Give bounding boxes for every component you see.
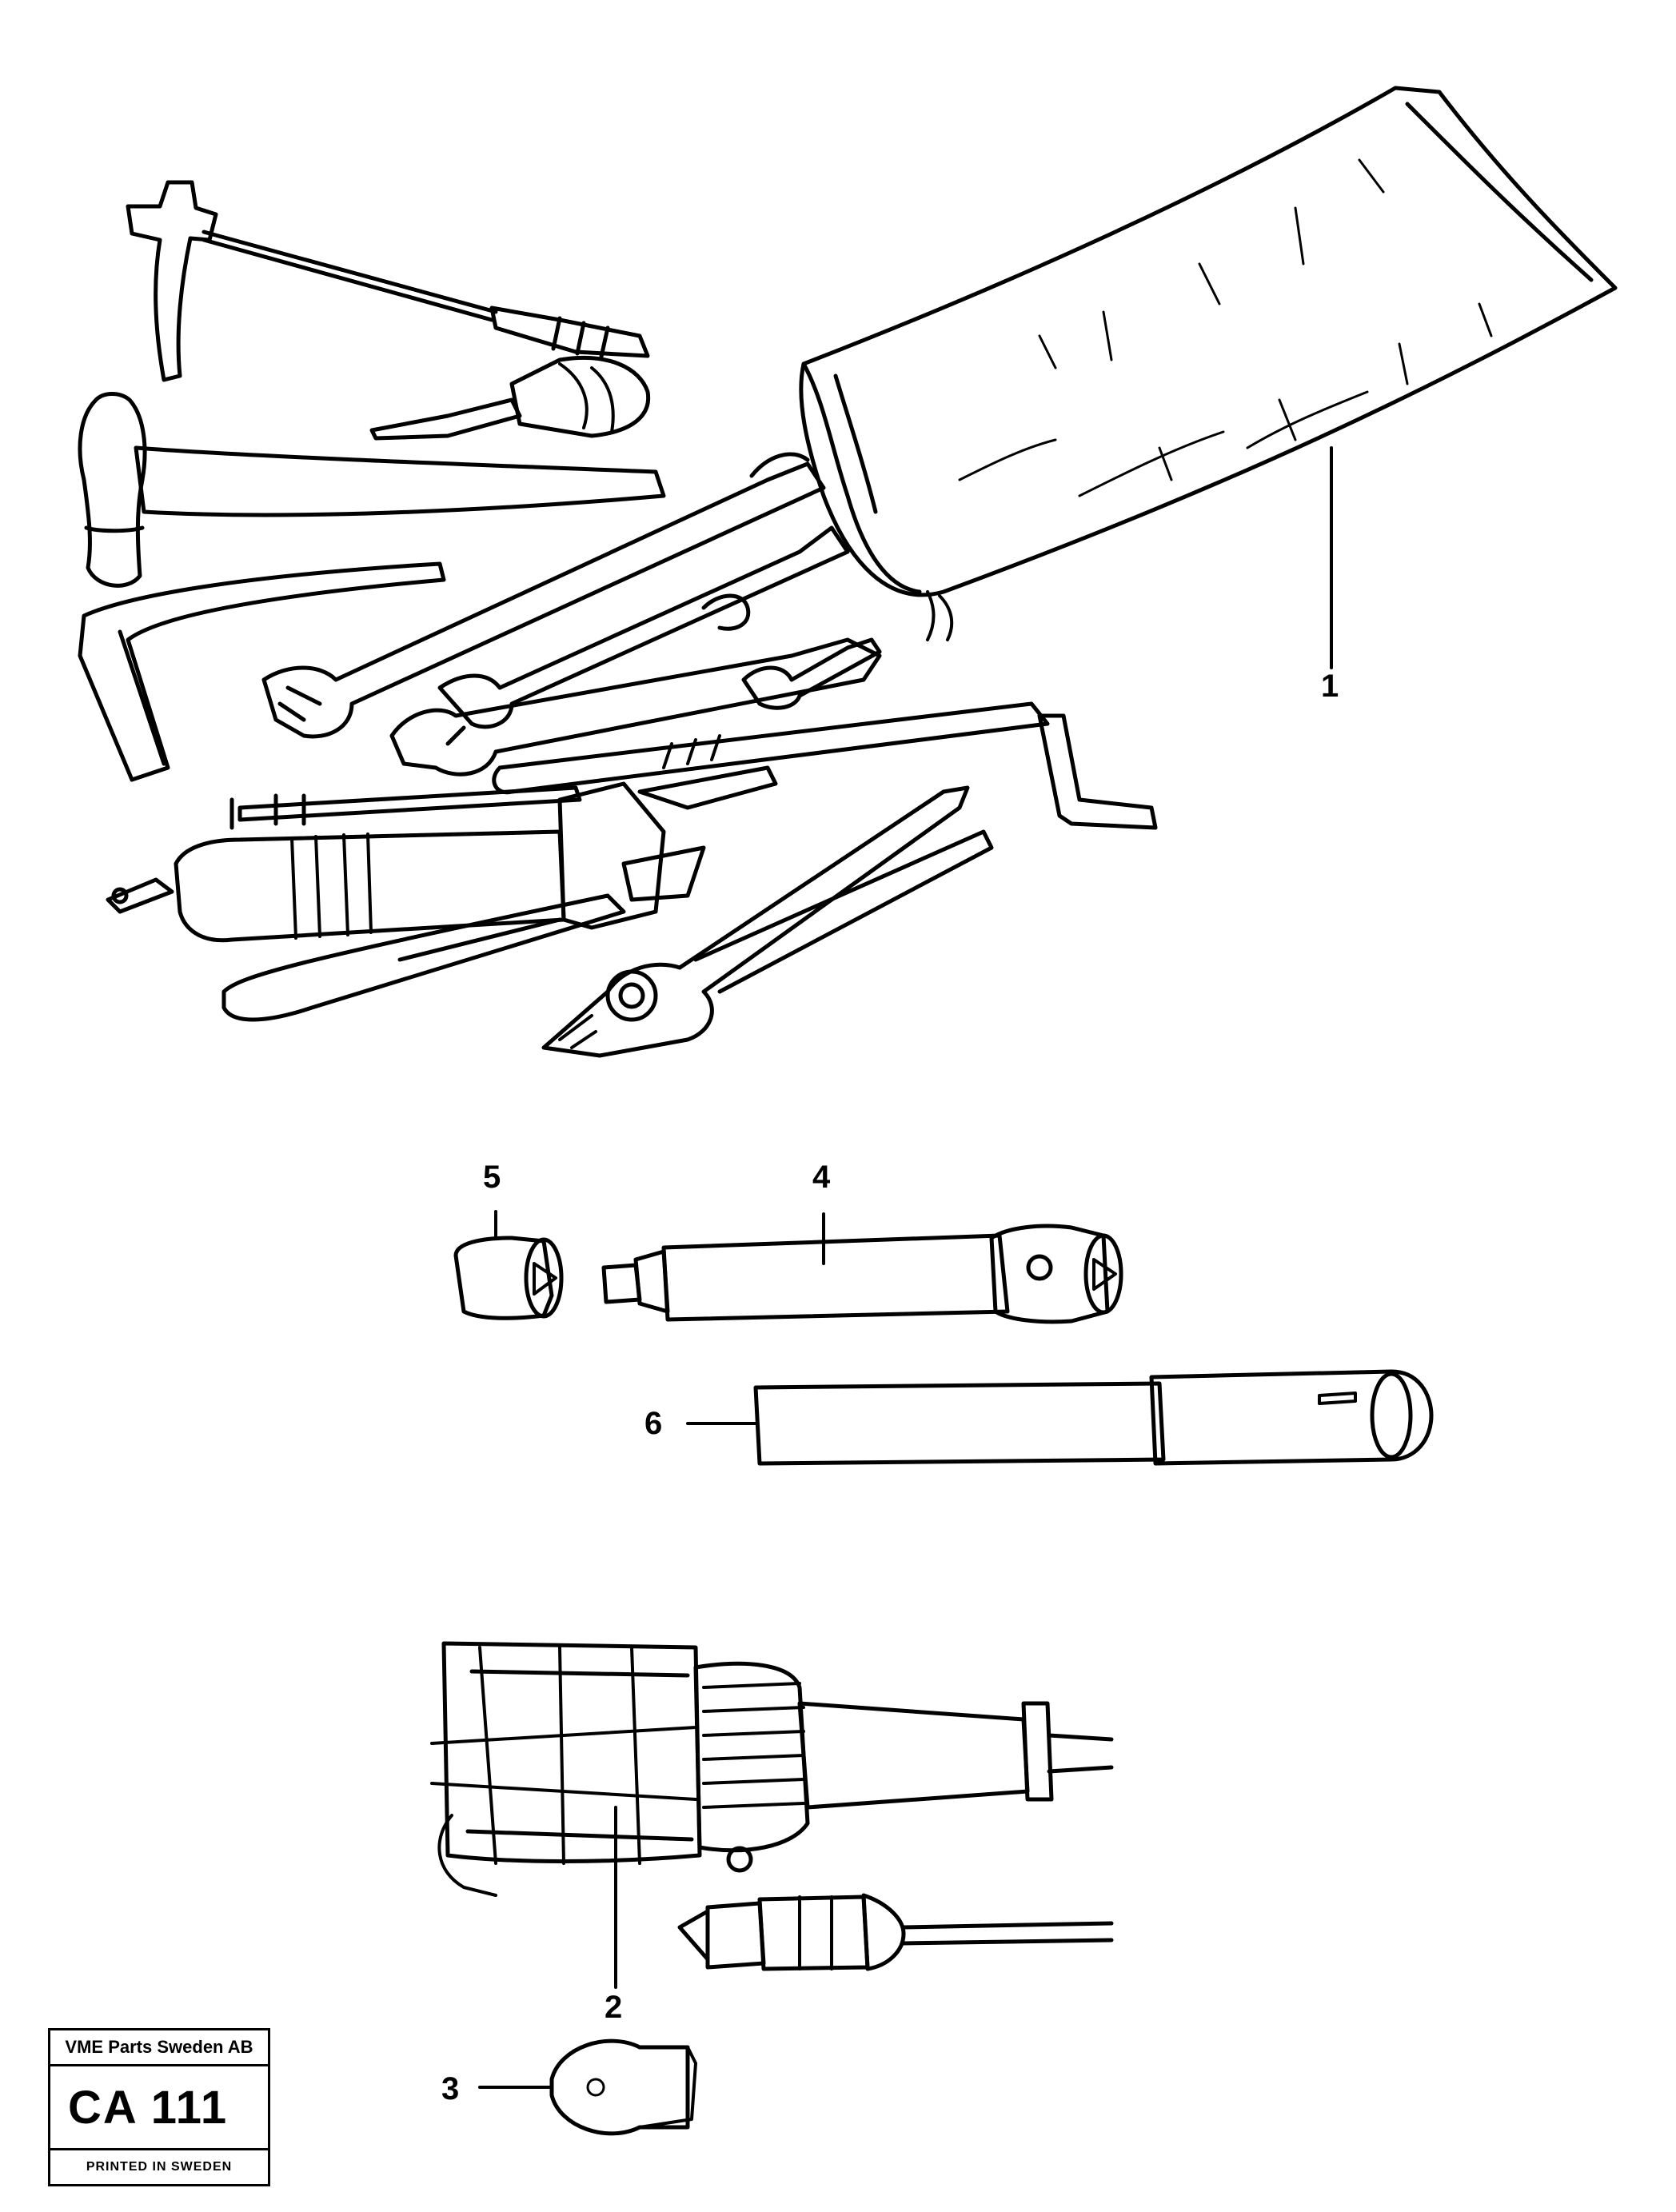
hammer (78, 392, 666, 588)
pliers (541, 785, 994, 1058)
callout-6: 6 (644, 1406, 663, 1441)
callout-2: 2 (605, 1990, 623, 2025)
flat-lever (221, 893, 626, 1022)
wrench-large (261, 452, 826, 739)
socket-part (453, 1236, 564, 1320)
extension-bar (601, 1224, 1123, 1324)
bulb (549, 2038, 697, 2136)
stamp-printed: PRINTED IN SWEDEN (50, 2148, 268, 2184)
callout-5: 5 (483, 1160, 501, 1195)
tool-bag (799, 86, 1618, 669)
adjustable-wrench (389, 637, 882, 777)
inspection-lamp (430, 1641, 1114, 1897)
callout-1: 1 (1321, 669, 1339, 704)
screwdriver (369, 355, 651, 441)
l-rod (1037, 713, 1158, 830)
callout-3: 3 (441, 2071, 460, 2106)
t-handle-wrench (126, 180, 650, 382)
stamp-code: CA 111 (68, 2082, 229, 2134)
grease-gun (106, 734, 778, 943)
wrench-small (741, 637, 882, 710)
stamp-company: VME Parts Sweden AB (50, 2030, 268, 2066)
callout-4: 4 (812, 1160, 831, 1195)
hex-key (78, 561, 446, 782)
tommy-bar (753, 1369, 1434, 1466)
pry-bar (492, 701, 1050, 795)
title-stamp: VME Parts Sweden AB CA 111 PRINTED IN SW… (48, 2028, 270, 2186)
lamp-plug (677, 1893, 1114, 1971)
wrench-medium (437, 525, 850, 729)
